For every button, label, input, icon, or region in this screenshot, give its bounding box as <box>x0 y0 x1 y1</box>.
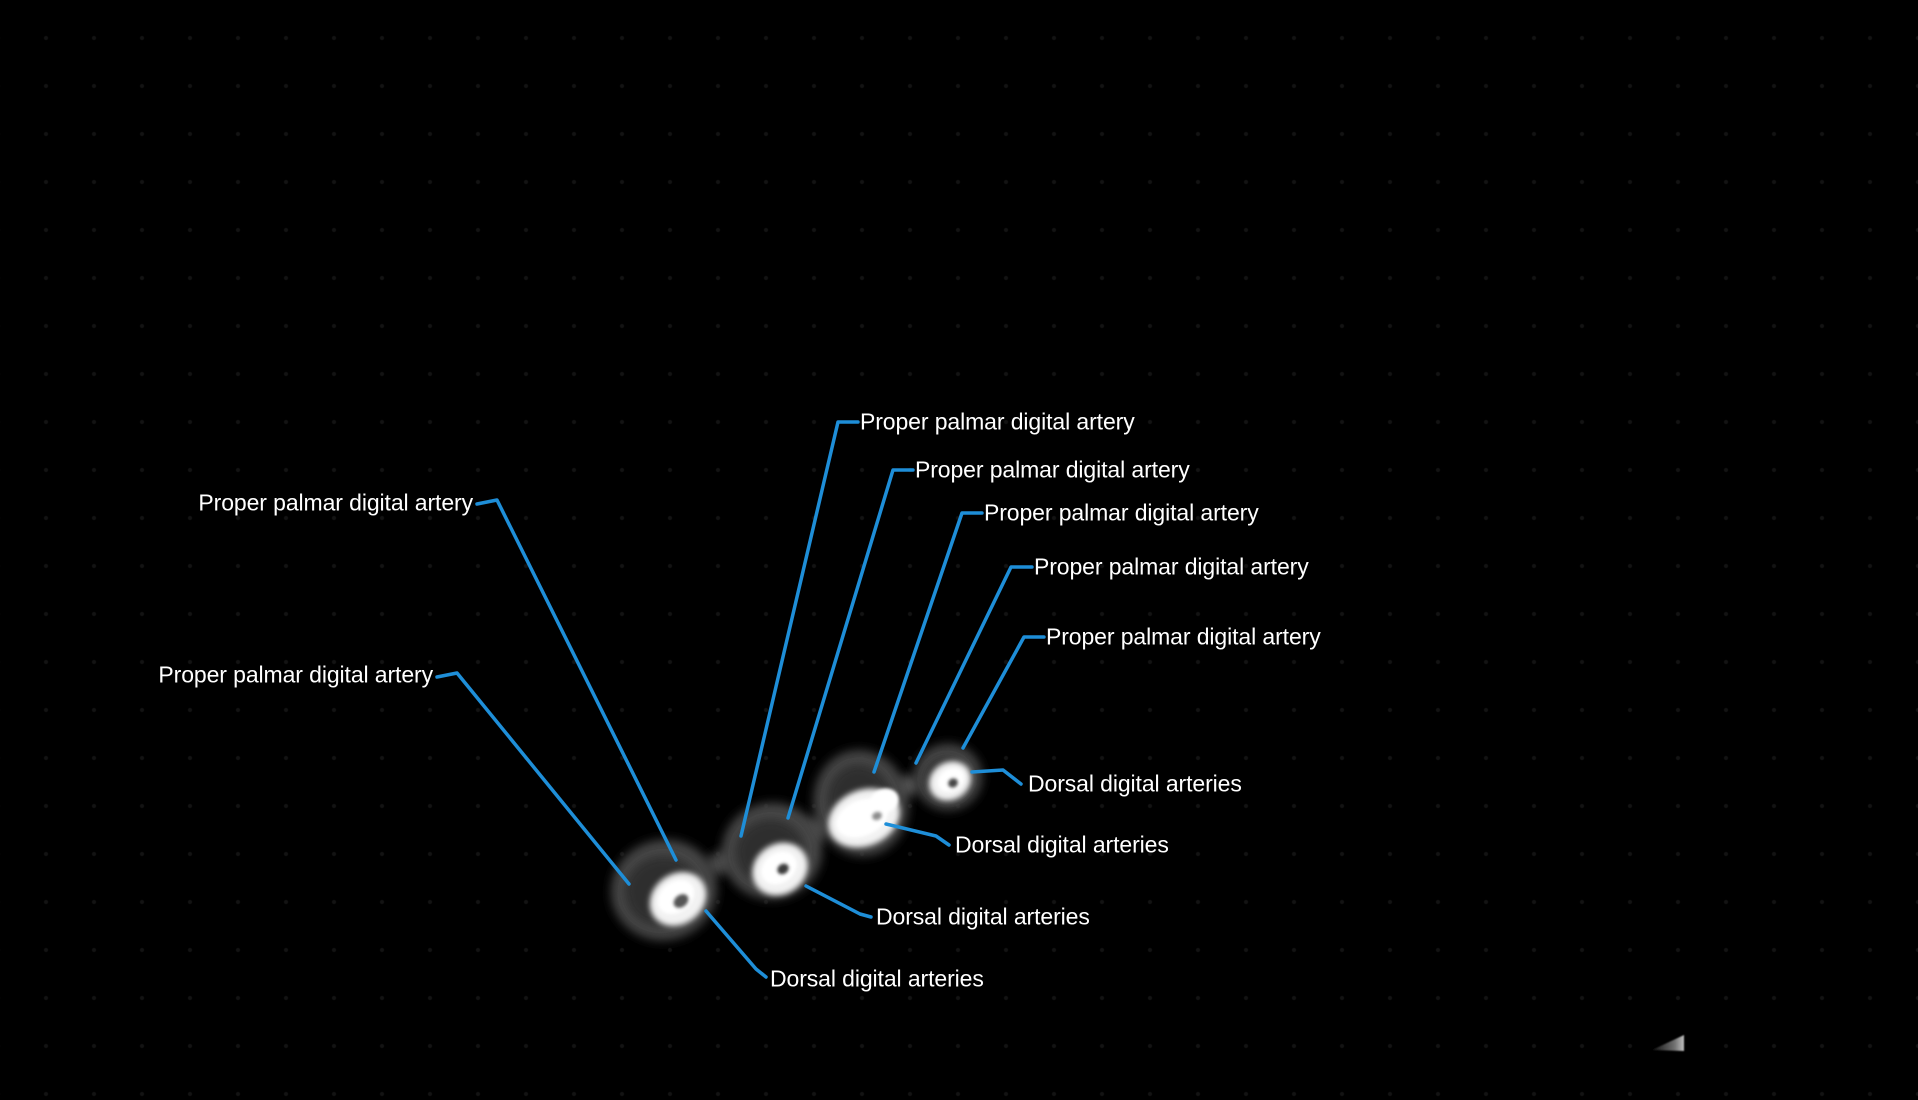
anatomy-label[interactable]: Proper palmar digital artery <box>1046 623 1321 650</box>
leader-line-9 <box>804 884 873 919</box>
anatomy-label[interactable]: Dorsal digital arteries <box>1028 770 1242 797</box>
finger-2-artery-dot <box>777 863 789 875</box>
anatomy-label[interactable]: Dorsal digital arteries <box>770 965 984 992</box>
anatomy-label[interactable]: Proper palmar digital artery <box>1034 553 1309 580</box>
leader-line-7 <box>970 768 1023 786</box>
finger-cross-sections <box>611 744 1684 1051</box>
anatomy-label[interactable]: Proper palmar digital artery <box>984 499 1259 526</box>
finger-3-artery-dot <box>872 811 882 821</box>
leader-line-8 <box>884 822 951 847</box>
anatomy-label[interactable]: Dorsal digital arteries <box>876 903 1090 930</box>
anatomy-label[interactable]: Proper palmar digital artery <box>915 456 1190 483</box>
leader-line-5 <box>475 498 678 862</box>
finger-4-artery-dot <box>948 778 958 788</box>
anatomy-label[interactable]: Dorsal digital arteries <box>955 831 1169 858</box>
leader-line-2 <box>872 511 984 774</box>
leader-line-1 <box>786 468 915 820</box>
finger-3-bone-fragment <box>869 788 899 814</box>
finger-1-bone-core <box>657 879 695 915</box>
anatomy-label[interactable]: Proper palmar digital artery <box>198 489 473 516</box>
scan-edge-artifact <box>1652 1035 1684 1051</box>
leader-line-4 <box>961 635 1046 750</box>
finger-1-artery-dot <box>673 894 689 908</box>
leader-line-3 <box>914 565 1034 765</box>
leader-line-6 <box>435 671 631 886</box>
anatomy-label[interactable]: Proper palmar digital artery <box>158 661 433 688</box>
leader-line-10 <box>704 909 768 979</box>
anatomy-label[interactable]: Proper palmar digital artery <box>860 408 1135 435</box>
leader-lines <box>435 420 1046 979</box>
leader-line-0 <box>739 420 860 838</box>
